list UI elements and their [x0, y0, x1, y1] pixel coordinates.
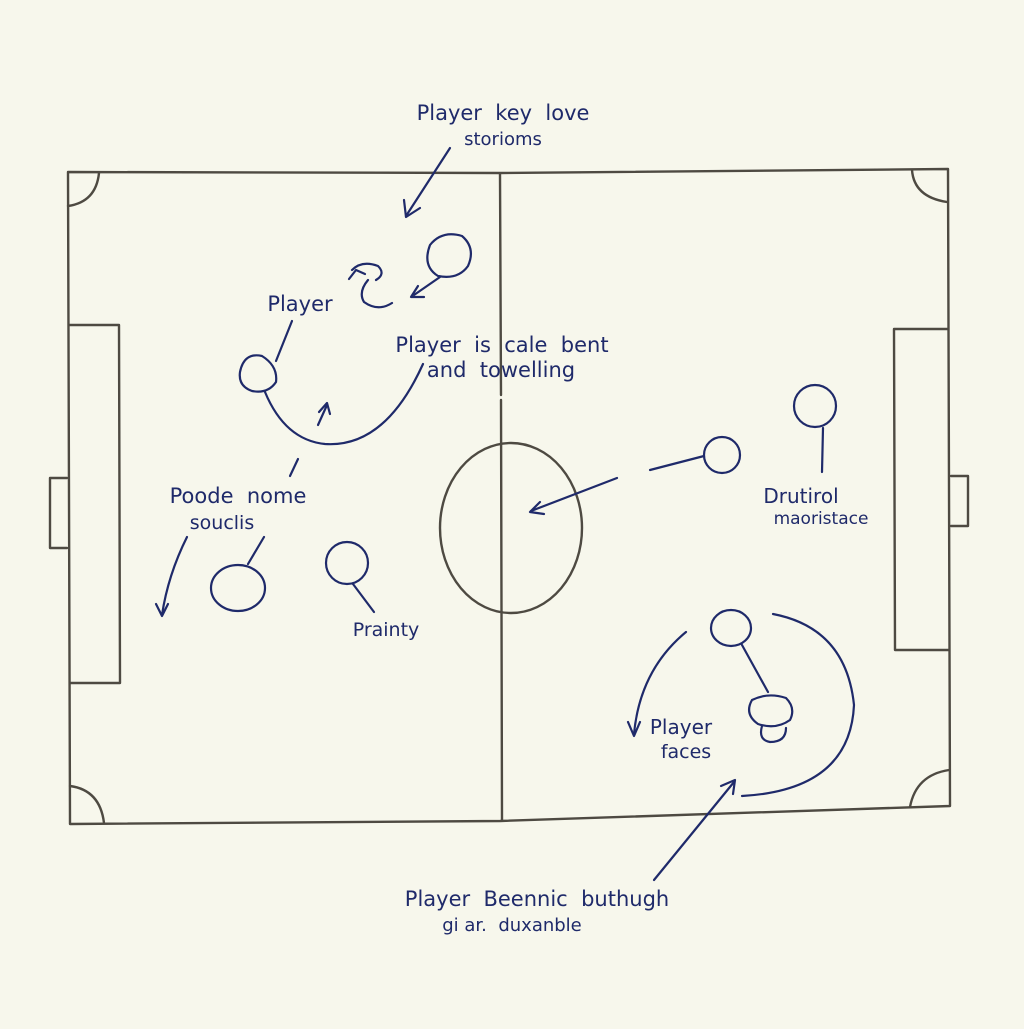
- poode-note-line2: souclis: [190, 512, 254, 534]
- player-stick: [740, 643, 770, 694]
- faces-note-line2: faces: [661, 741, 711, 763]
- corner-arc-bottom-left: [68, 784, 106, 825]
- tactics-markings: [154, 146, 856, 882]
- loop-run-left: [632, 630, 688, 736]
- left-penalty-box: [67, 323, 122, 685]
- ball-scribble-icon: [747, 694, 794, 728]
- poode-note-line1: Poode nome: [170, 484, 307, 508]
- pitch: [48, 167, 970, 826]
- corner-arc-top-left: [66, 171, 101, 208]
- arrow-to-rotation: [412, 275, 442, 297]
- player-stick: [351, 582, 376, 614]
- drutirol-line1: Drutirol: [763, 484, 838, 508]
- right-penalty-box: [892, 327, 951, 652]
- player-marker: [238, 354, 278, 393]
- bottom-note-line2: gi ar. duxanble: [442, 915, 582, 936]
- dash-mark: [288, 457, 300, 478]
- drutirol-line2: maoristace: [774, 509, 869, 529]
- arrowhead-icon: [528, 500, 546, 516]
- left-goal: [48, 476, 69, 550]
- short-arrow: [316, 403, 329, 427]
- arrow-top-note: [404, 146, 452, 218]
- annotations: Player key love storioms Player Player i…: [170, 101, 869, 936]
- cale-note-line1: Player is cale bent: [395, 333, 608, 357]
- pass-arrow: [648, 454, 706, 472]
- pass-arrow: [529, 476, 619, 513]
- player-marker: [324, 540, 370, 586]
- player-marker: [426, 233, 473, 278]
- top-note-line1: Player key love: [417, 101, 590, 125]
- arrowhead-icon: [626, 720, 642, 738]
- player-stick: [820, 426, 825, 474]
- arrowhead-icon: [409, 284, 426, 299]
- rotation-scribble-icon: [350, 262, 394, 309]
- faces-note-line1: Player: [650, 715, 713, 739]
- corner-arc-bottom-right: [908, 768, 951, 809]
- top-note-line2: storioms: [464, 129, 542, 150]
- bottom-note-line1: Player Beennic buthugh: [405, 887, 669, 911]
- player-stick: [246, 535, 266, 566]
- prainty-label: Prainty: [353, 619, 420, 641]
- player-marker: [709, 608, 753, 648]
- arrowhead-icon: [719, 778, 737, 796]
- arrowhead-icon: [154, 602, 170, 618]
- player-marker: [792, 383, 838, 429]
- player-marker: [209, 563, 267, 613]
- player-marker: [702, 435, 742, 475]
- right-goal: [949, 474, 970, 528]
- arrowhead-icon: [317, 401, 332, 416]
- arrow-bottom-note: [652, 780, 736, 882]
- centre-circle: [438, 441, 584, 615]
- ball-scribble-icon: [759, 724, 788, 744]
- player-left-label: Player: [267, 292, 333, 316]
- curved-run: [263, 362, 425, 446]
- corner-arc-top-right: [910, 168, 949, 204]
- arrow-down-left: [160, 535, 189, 617]
- arrowhead-icon: [402, 198, 422, 219]
- rotation-scribble-icon: [347, 268, 367, 281]
- loop-run-right: [740, 612, 856, 798]
- cale-note-line2: and towelling: [427, 358, 575, 382]
- halfway-line: [498, 172, 504, 822]
- player-stick: [274, 319, 294, 363]
